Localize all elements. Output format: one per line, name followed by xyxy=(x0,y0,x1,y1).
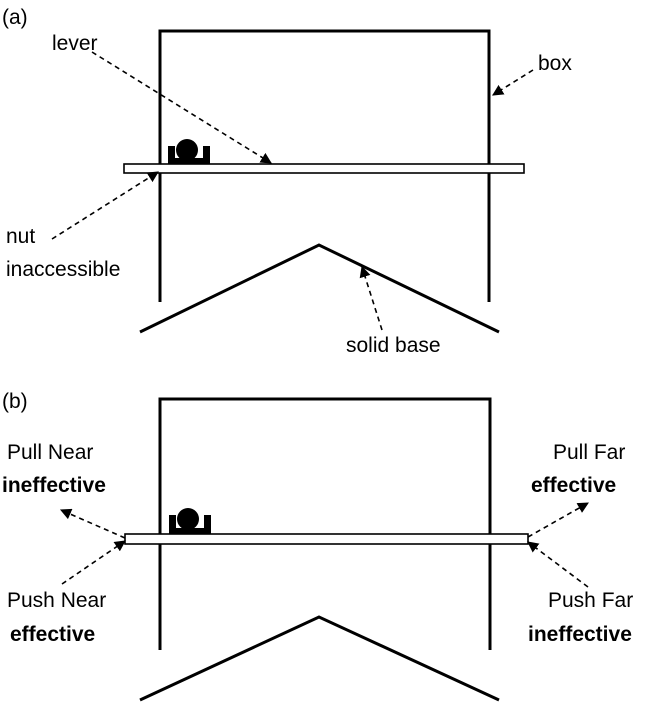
lever-b xyxy=(124,533,529,545)
solid-base-arrow xyxy=(359,265,383,331)
pull-near-label-line2: ineffective xyxy=(2,474,106,497)
pull-far-label-line2: effective xyxy=(531,474,616,497)
lever-label: lever xyxy=(52,32,98,55)
push-far-label-line1: Push Far xyxy=(548,589,633,612)
nut-icon-b xyxy=(169,508,211,534)
panel-a: (a) lever box nut inaccessible solid bas… xyxy=(2,6,572,357)
nut-arrow xyxy=(51,171,159,240)
nut-label-line2: inaccessible xyxy=(6,258,120,281)
pull-near-label-line1: Pull Near xyxy=(7,441,93,464)
lever-a xyxy=(123,163,525,174)
push-near-label-line2: effective xyxy=(10,623,95,646)
pull-far-arrow xyxy=(527,502,589,538)
box-label: box xyxy=(538,52,572,75)
solid-base-label: solid base xyxy=(346,334,441,357)
push-near-label-line1: Push Near xyxy=(7,589,106,612)
push-near-arrow xyxy=(61,540,126,585)
nut-icon-a xyxy=(168,139,210,164)
pull-near-arrow xyxy=(59,508,126,539)
push-far-arrow xyxy=(527,541,589,588)
pull-far-label-line1: Pull Far xyxy=(553,441,625,464)
panel-b: (b) Pull Near ineffective Push Near effe… xyxy=(2,390,633,702)
solid-base-a xyxy=(139,243,500,334)
panel-a-tag: (a) xyxy=(2,6,28,29)
solid-base-b xyxy=(139,615,500,702)
push-far-label-line2: ineffective xyxy=(528,623,632,646)
nut-label-line1: nut xyxy=(6,225,35,248)
box-arrow xyxy=(492,69,534,96)
box-outline-b xyxy=(158,397,492,650)
panel-b-tag: (b) xyxy=(2,390,28,413)
lever-arrow xyxy=(91,51,272,164)
